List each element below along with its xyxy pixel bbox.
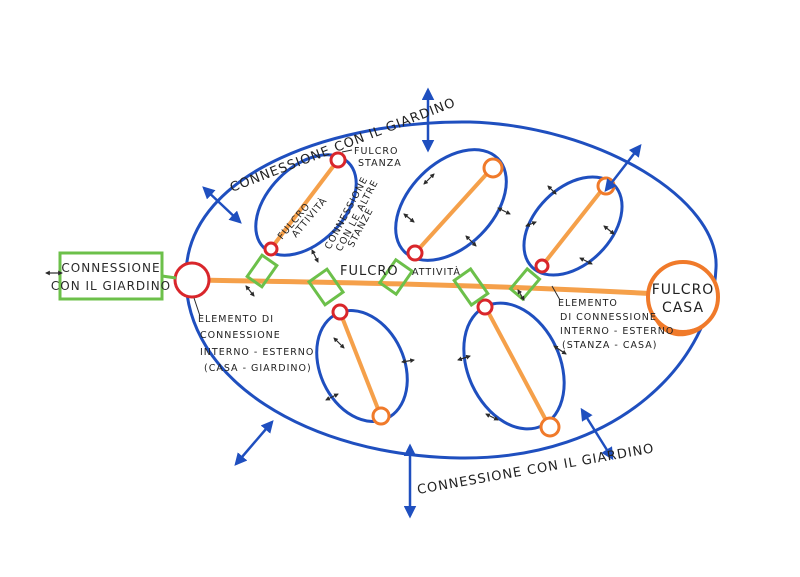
fulcro-attivita-main-label-2: ATTIVITÀ [412,266,461,278]
connector-3 [377,257,415,297]
elemento-casa-giardino-label-1: ELEMENTO DI [198,314,274,325]
arrow-bottom-right [580,407,614,461]
fulcro-casa-label-2: CASA [662,300,704,316]
elemento-casa-giardino-label-3: INTERNO - ESTERNO [200,347,314,358]
fulcro-casa-label-1: FULCRO [652,282,715,298]
house-garden-connection-element [173,261,211,299]
room-2-outline [394,148,508,262]
room-1-axis [268,158,340,252]
connector-5 [508,266,542,302]
connector-1 [245,253,279,289]
room-3-activity-node [534,258,550,274]
fulcro-attivita-main-label-1: FULCRO [340,264,399,279]
room-5 [462,298,566,438]
elemento-stanza-casa-label-1: ELEMENTO [558,298,618,309]
elemento-stanza-casa-label-2: DI CONNESSIONE [560,312,657,323]
room-1-room-node [329,151,347,169]
elemento-casa-giardino-label-4: (CASA - GIARDINO) [204,363,312,374]
arrow-top-right [604,144,642,192]
fulcro-stanza-label-2: STANZA [358,158,402,169]
room-5-activity-node [476,298,494,316]
room-1-activity-node [263,241,279,257]
room-3 [522,175,624,277]
elemento-casa-giardino-label-2: CONNESSIONE [200,330,281,341]
connectors [245,253,542,308]
garden-box-label-2: CON IL GIARDINO [51,279,171,293]
fulcro-casa-shade [652,312,712,337]
room-5-room-node [539,416,561,438]
connector-2 [306,267,346,307]
room-2 [394,148,508,262]
garden-box-link [161,274,177,280]
room-2-room-node [482,157,504,179]
garden-arrows [202,87,642,519]
arrow-top-left [202,186,242,224]
room-1 [254,151,358,257]
room-1-outline [254,153,358,257]
room-4-activity-node [331,303,349,321]
room-4-room-node [371,406,391,426]
room-5-axis [484,307,550,425]
elemento-stanza-casa-label-4: (STANZA - CASA) [562,340,657,351]
room-4-axis [338,311,382,415]
label-pointers [193,149,561,317]
room-4 [315,303,409,426]
room-2-activity-node [406,244,424,262]
room-5-outline [462,301,566,431]
fulcro-stanza-label-1: FULCRO [354,146,398,157]
connector-4 [452,266,490,308]
elemento-stanza-casa-label-3: INTERNO - ESTERNO [560,326,674,337]
arrow-bottom-left [234,420,274,466]
room-edge-arrows [45,173,615,421]
garden-top-label: CONNESSIONE CON IL GIARDINO [228,95,458,195]
garden-box [58,251,164,301]
room-3-room-node [596,176,616,196]
house-outline [184,120,718,460]
room-3-axis [540,184,607,268]
room-2-axis [414,166,494,254]
garden-box-label-1: CONNESSIONE [61,261,160,275]
